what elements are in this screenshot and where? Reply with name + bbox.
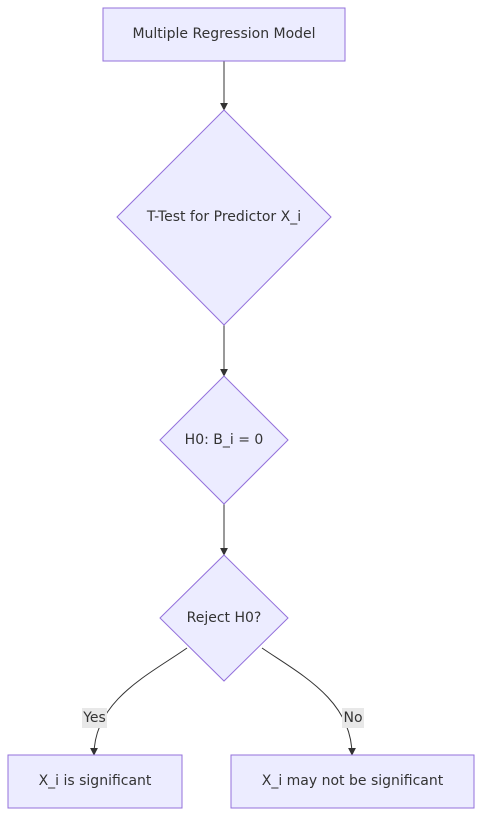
edge-label-yes-text: Yes	[82, 710, 106, 726]
node-model-label: Multiple Regression Model	[132, 26, 315, 42]
node-decision: Reject H0?	[159, 554, 289, 682]
edge-label-no-text: No	[343, 710, 362, 726]
edge-decision-no	[261, 647, 356, 756]
node-not-significant-label: X_i may not be significant	[262, 773, 444, 789]
node-model: Multiple Regression Model	[102, 7, 346, 62]
edge-label-no: No	[342, 708, 364, 728]
node-significant: X_i is significant	[7, 754, 183, 809]
node-not-significant: X_i may not be significant	[230, 754, 475, 809]
node-decision-label: Reject H0?	[187, 610, 262, 626]
node-ttest: T-Test for Predictor X_i	[116, 109, 332, 326]
node-hypothesis: H0: B_i = 0	[159, 375, 289, 505]
node-significant-label: X_i is significant	[39, 773, 152, 789]
node-ttest-label: T-Test for Predictor X_i	[146, 209, 301, 225]
edge-decision-yes	[90, 647, 188, 756]
node-hypothesis-label: H0: B_i = 0	[185, 432, 264, 448]
edge-label-yes: Yes	[82, 708, 107, 728]
